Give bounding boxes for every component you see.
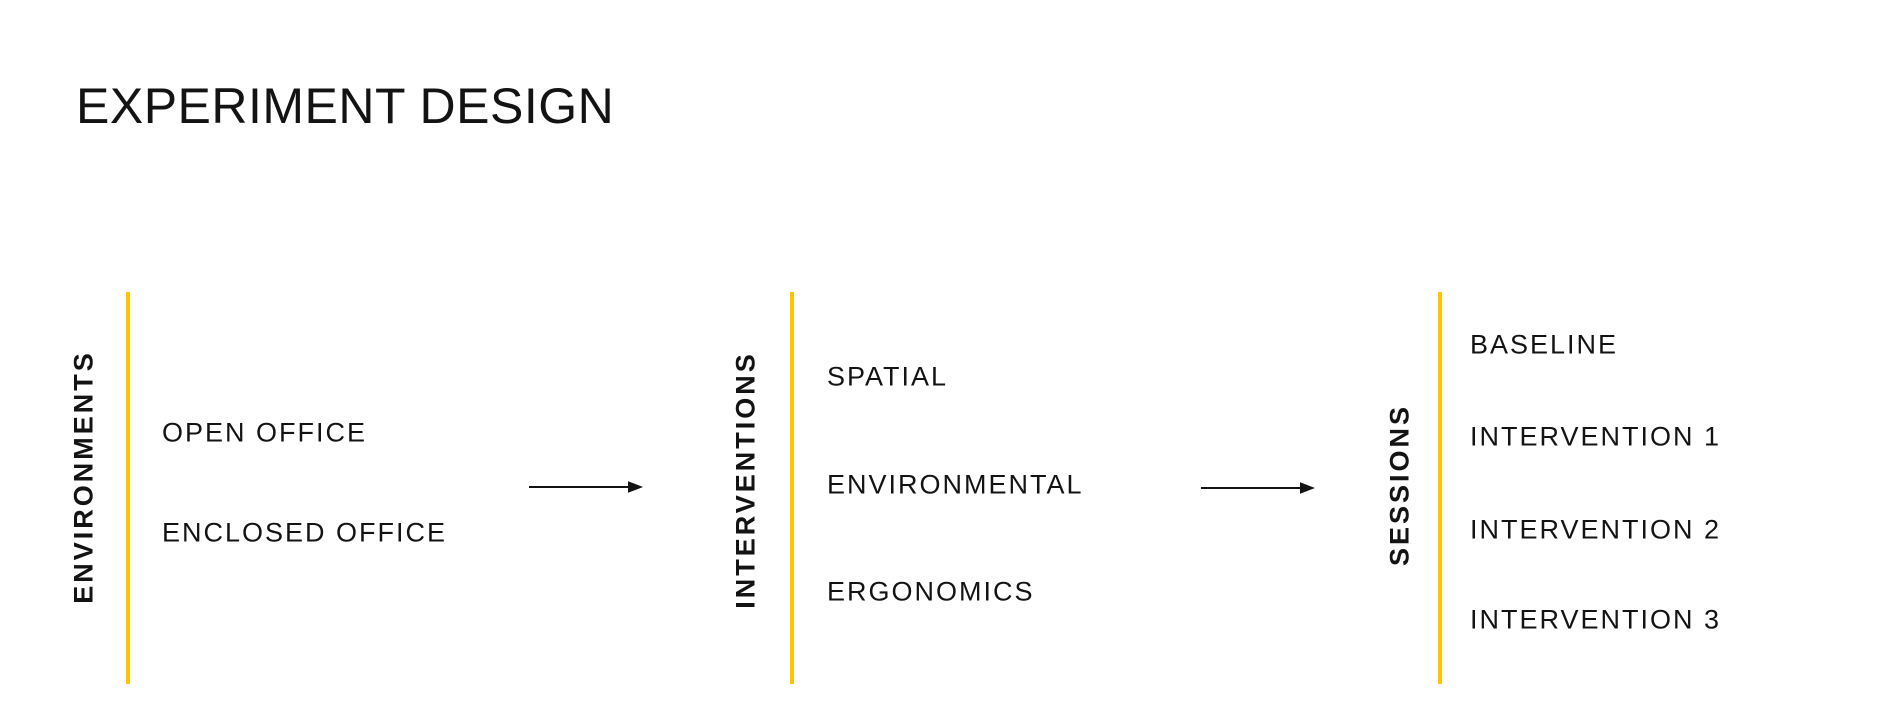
- list-item-ergonomics: ERGONOMICS: [827, 576, 1035, 607]
- flow-arrow-right-icon: [1201, 482, 1315, 494]
- flow-arrow-right-icon: [529, 481, 643, 493]
- list-item-intervention-2: INTERVENTION 2: [1470, 514, 1722, 545]
- interventions-column-label: INTERVENTIONS: [730, 351, 761, 609]
- environments-column-label: ENVIRONMENTS: [68, 350, 99, 604]
- list-item-environmental: ENVIRONMENTAL: [827, 469, 1084, 500]
- list-item-intervention-1: INTERVENTION 1: [1470, 421, 1722, 452]
- list-item-open-office: OPEN OFFICE: [162, 417, 368, 448]
- list-item-enclosed-office: ENCLOSED OFFICE: [162, 517, 448, 548]
- sessions-divider-line: [1438, 292, 1442, 684]
- list-item-baseline: BASELINE: [1470, 329, 1619, 360]
- list-item-intervention-3: INTERVENTION 3: [1470, 604, 1722, 635]
- arrow-head: [628, 481, 643, 493]
- page-title: EXPERIMENT DESIGN: [76, 78, 615, 134]
- sessions-column-label: SESSIONS: [1384, 403, 1415, 567]
- arrow-head: [1300, 482, 1315, 494]
- interventions-divider-line: [790, 292, 794, 684]
- environments-divider-line: [126, 292, 130, 684]
- list-item-spatial: SPATIAL: [827, 361, 949, 392]
